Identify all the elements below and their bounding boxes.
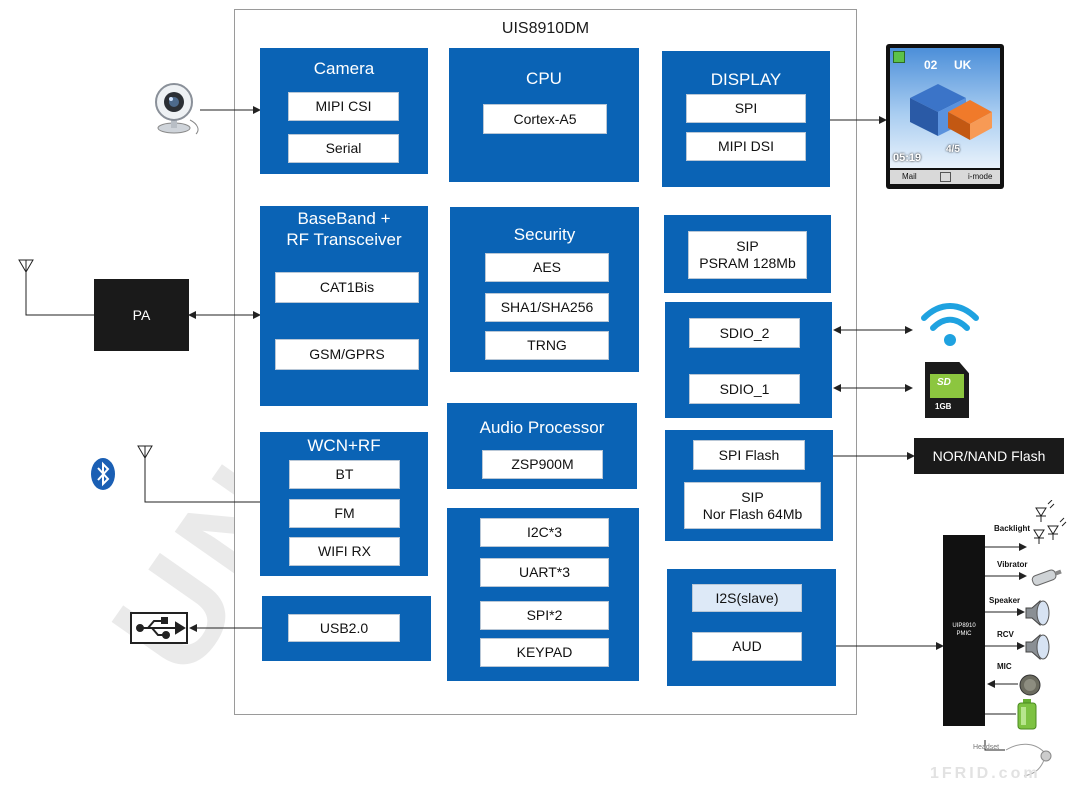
security-block: Security AES SHA1/SHA256 TRNG: [450, 207, 639, 372]
antenna-wcn: [137, 445, 153, 459]
rcv-label: RCV: [997, 630, 1014, 639]
keypad-box: KEYPAD: [480, 638, 609, 667]
audio-processor-title: Audio Processor: [479, 418, 605, 437]
sha-box: SHA1/SHA256: [485, 293, 609, 322]
sip-nor-line1: SIP: [741, 488, 764, 505]
webcam-icon: [155, 83, 199, 135]
sip-psram-line2: PSRAM 128Mb: [699, 255, 796, 271]
phone-screen: 02 UK 05:19 4/5: [890, 48, 1000, 168]
aud-box: AUD: [692, 632, 802, 661]
vibrator-label: Vibrator: [997, 560, 1028, 569]
baseband-title-line2: RF Transceiver: [286, 230, 402, 249]
bt-box: BT: [289, 460, 400, 489]
fm-box: FM: [289, 499, 400, 528]
headset-label: Headset: [973, 744, 1000, 751]
phone-cubes-graphic: [910, 84, 992, 140]
wire-headset: [984, 740, 1005, 751]
headset-icon: [1005, 743, 1052, 777]
baseband-title-line1: BaseBand +: [297, 209, 391, 228]
sip-psram-box: SIP PSRAM 128Mb: [688, 231, 807, 279]
phone-display-image: 02 UK 05:19 4/5 Mail i-mode: [886, 44, 1004, 189]
wifi-icon: [921, 303, 979, 346]
mic-label: MIC: [997, 662, 1012, 671]
gsm-gprs-box: GSM/GPRS: [275, 339, 419, 370]
cortex-a5-box: Cortex-A5: [483, 104, 607, 134]
cat1bis-box: CAT1Bis: [275, 272, 419, 303]
spi2-box: SPI*2: [480, 601, 609, 630]
trng-box: TRNG: [485, 331, 609, 360]
flash-block: SPI Flash SIP Nor Flash 64Mb: [665, 430, 833, 541]
cpu-title: CPU: [526, 69, 562, 88]
wire-wcn-antenna: [144, 458, 260, 503]
phone-softkey-right: i-mode: [968, 172, 993, 181]
phone-softkey-bar: Mail i-mode: [890, 170, 1000, 184]
phone-softkey-left: Mail: [902, 172, 917, 181]
serial-box: Serial: [288, 134, 399, 163]
phone-time: 05:19: [893, 152, 922, 164]
pmic-label-line2: PMIC: [956, 631, 972, 637]
phone-date: 4/5: [946, 144, 960, 155]
pmic-chip: UIP8910 PMIC: [943, 535, 985, 726]
pmic-label-line1: UIP8910: [952, 623, 976, 629]
spi-display-box: SPI: [686, 94, 806, 123]
i2c-box: I2C*3: [480, 518, 609, 547]
sd-card-capacity: 1GB: [935, 402, 952, 411]
display-title: DISPLAY: [710, 70, 782, 89]
sd-card-label: [930, 374, 964, 398]
sip-psram-line1: SIP: [736, 238, 759, 254]
usb-trident-icon: [136, 617, 186, 639]
sdio1-box: SDIO_1: [689, 374, 800, 404]
wire-pa-antenna: [25, 272, 94, 316]
mipi-dsi-box: MIPI DSI: [686, 132, 806, 161]
nor-nand-flash-box: NOR/NAND Flash: [914, 438, 1064, 474]
sd-card-brand: SD: [937, 377, 951, 388]
aud-block: I2S(slave) AUD: [667, 569, 836, 686]
peripheral-block: I2C*3 UART*3 SPI*2 KEYPAD: [447, 508, 639, 681]
battery-icon: [1017, 699, 1037, 730]
antenna-pa: [18, 259, 34, 273]
zsp900m-box: ZSP900M: [482, 450, 603, 479]
usb2-box: USB2.0: [288, 614, 400, 642]
speaker-icon: [1025, 599, 1050, 627]
phone-region: UK: [954, 58, 972, 72]
phone-signal-icon: [893, 51, 905, 63]
backlight-label: Backlight: [994, 524, 1031, 533]
audio-processor-block: Audio Processor ZSP900M: [447, 403, 637, 489]
speaker-label: Speaker: [989, 596, 1021, 605]
baseband-block: BaseBand + RF Transceiver CAT1Bis GSM/GP…: [260, 206, 428, 406]
sip-nor-line2: Nor Flash 64Mb: [702, 505, 803, 522]
wifi-rx-box: WIFI RX: [289, 537, 400, 566]
usb-port-icon: [130, 612, 188, 644]
mipi-csi-box: MIPI CSI: [288, 92, 399, 121]
i2s-slave-box: I2S(slave): [692, 584, 802, 612]
sdio2-box: SDIO_2: [689, 318, 800, 348]
camera-title: Camera: [313, 59, 375, 78]
receiver-icon: [1025, 633, 1050, 661]
vibrator-motor-icon: [1031, 569, 1062, 586]
sd-card-icon: SD 1GB: [925, 362, 969, 418]
footer-mark: 1FRID.com: [930, 765, 1041, 782]
wcn-rf-block: WCN+RF BT FM WIFI RX: [260, 432, 428, 576]
chip-title: UIS8910DM: [501, 20, 590, 37]
wcn-rf-title: WCN+RF: [307, 436, 381, 455]
uart-box: UART*3: [480, 558, 609, 587]
cpu-block: CPU Cortex-A5: [449, 48, 639, 182]
camera-block: Camera MIPI CSI Serial: [260, 48, 428, 174]
spi-flash-box: SPI Flash: [693, 440, 805, 470]
display-block: DISPLAY SPI MIPI DSI: [662, 51, 830, 187]
pa-box: PA: [94, 279, 189, 351]
bluetooth-icon: [91, 458, 115, 490]
sdio-block: SDIO_2 SDIO_1: [665, 302, 832, 418]
microphone-icon: [1019, 674, 1041, 696]
phone-softkey-mid-icon: [940, 172, 951, 182]
led-backlight-icon: [1033, 500, 1067, 544]
aes-box: AES: [485, 253, 609, 282]
security-title: Security: [513, 225, 576, 244]
usb-block: USB2.0: [262, 596, 431, 661]
phone-clock-top: 02: [924, 58, 938, 72]
sip-psram-block: SIP PSRAM 128Mb: [664, 215, 831, 293]
sip-nor-flash-box: SIP Nor Flash 64Mb: [684, 482, 821, 529]
